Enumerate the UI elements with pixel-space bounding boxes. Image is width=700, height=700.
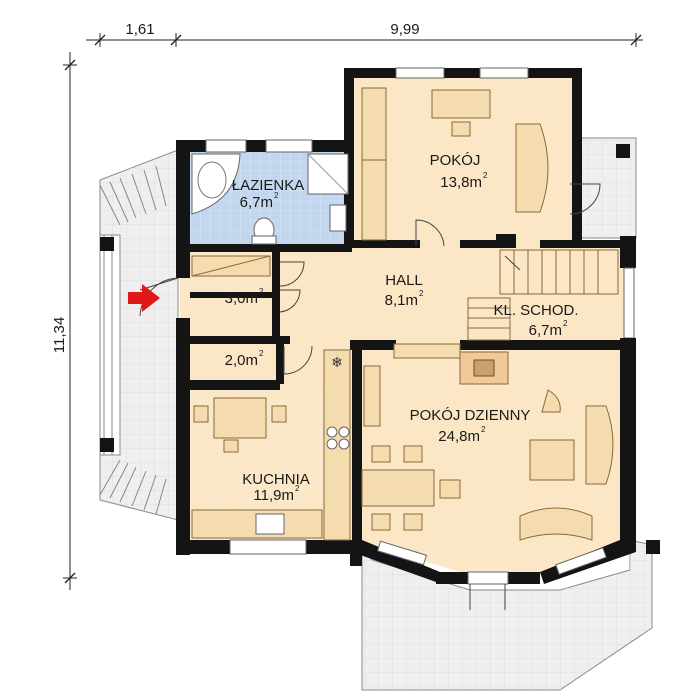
svg-text:ŁAZIENKA: ŁAZIENKA [232, 177, 305, 194]
room-label-pokoj: POKÓJ 13,8m 2 [430, 152, 488, 191]
svg-text:2: 2 [295, 484, 300, 493]
svg-text:POKÓJ: POKÓJ [430, 152, 481, 169]
kitchen-furniture [191, 349, 351, 541]
room-label-closet-1: 3,0m 2 [225, 287, 264, 307]
room-label-kl-schod: KL. SCHOD. 6,7m 2 [493, 302, 578, 339]
svg-text:2: 2 [481, 425, 486, 434]
pokoj-furniture [361, 87, 549, 241]
svg-text:6,7m: 6,7m [240, 194, 273, 211]
bathroom-fixtures [191, 153, 349, 245]
svg-text:2: 2 [259, 287, 264, 296]
svg-text:6,7m: 6,7m [529, 322, 562, 339]
living-furniture [361, 343, 614, 541]
dimension-left: 11,34 [51, 317, 68, 353]
svg-text:HALL: HALL [385, 272, 423, 289]
svg-text:13,8m: 13,8m [440, 174, 482, 191]
dimension-top-right: 9,99 [390, 21, 419, 38]
doors [139, 183, 601, 610]
cooktop [326, 426, 350, 450]
staircase [467, 249, 619, 341]
svg-text:3,0m: 3,0m [225, 290, 258, 307]
svg-text:KUCHNIA: KUCHNIA [242, 471, 310, 488]
room-label-lazienka: ŁAZIENKA 6,7m 2 [232, 177, 305, 211]
room-label-closet-2: 2,0m 2 [225, 349, 264, 369]
svg-text:2: 2 [563, 319, 568, 328]
room-label-kuchnia: KUCHNIA 11,9m 2 [242, 471, 310, 504]
red-arrow-icon [128, 284, 160, 312]
svg-text:24,8m: 24,8m [438, 428, 480, 445]
svg-text:2: 2 [483, 171, 488, 180]
svg-text:11,9m: 11,9m [253, 487, 294, 504]
svg-text:2: 2 [419, 289, 424, 298]
room-label-pokoj-dzienny: POKÓJ DZIENNY 24,8m 2 [410, 407, 531, 445]
svg-text:2: 2 [259, 349, 264, 358]
walls [100, 67, 660, 585]
terrace-left [99, 149, 179, 521]
svg-text:8,1m: 8,1m [385, 292, 418, 309]
svg-text:2: 2 [274, 191, 279, 200]
room-label-hall: HALL 8,1m 2 [385, 272, 424, 309]
dimension-lines [63, 33, 643, 590]
svg-text:POKÓJ DZIENNY: POKÓJ DZIENNY [410, 407, 531, 424]
svg-text:KL. SCHOD.: KL. SCHOD. [493, 302, 578, 319]
closet-fixtures [191, 255, 271, 277]
dimension-top-left: 1,61 [125, 21, 154, 38]
svg-text:2,0m: 2,0m [225, 352, 258, 369]
snowflake-icon: ❄ [331, 354, 343, 370]
